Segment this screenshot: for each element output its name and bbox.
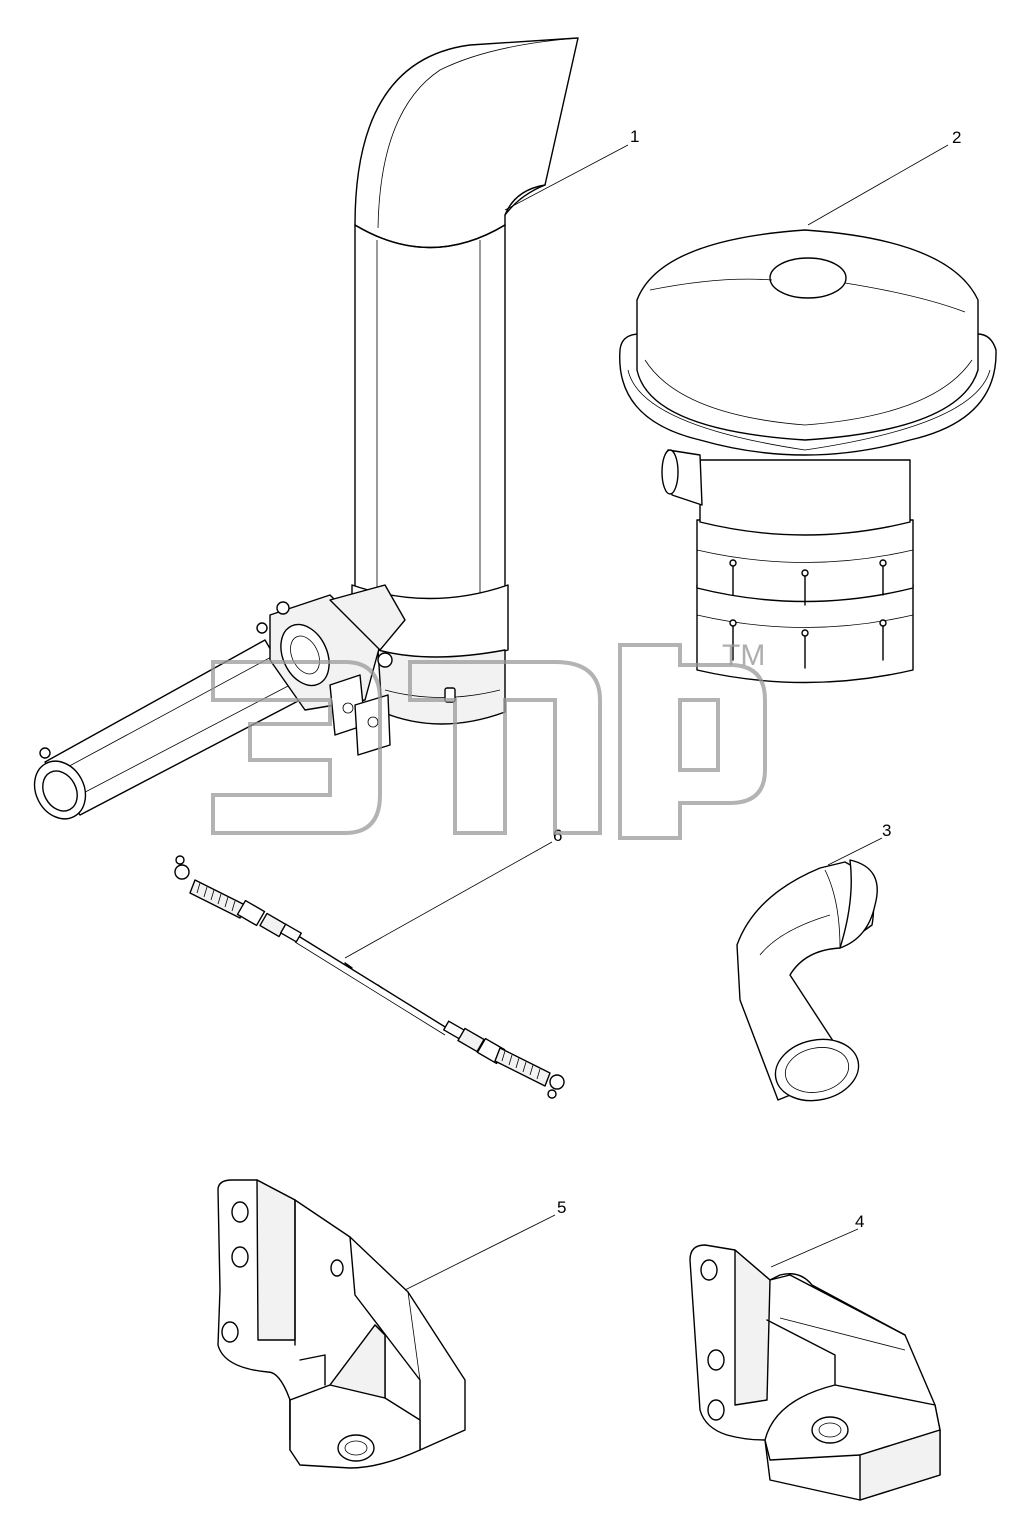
part-3-elbow-hose <box>736 859 878 1102</box>
watermark-logo: TM <box>211 639 767 840</box>
watermark-tm: TM <box>722 639 765 672</box>
callout-labels: 1 2 3 4 5 6 <box>553 127 961 1231</box>
leader-lines <box>344 144 949 1291</box>
part-1-exhaust-pipe <box>33 37 579 820</box>
callout-6: 6 <box>553 826 562 845</box>
part-5-bracket-left <box>217 1179 466 1469</box>
callout-5: 5 <box>557 1198 566 1217</box>
callout-3: 3 <box>882 821 891 840</box>
callout-2: 2 <box>952 128 961 147</box>
callout-4: 4 <box>855 1212 864 1231</box>
part-6-control-cable <box>174 855 565 1099</box>
part-4-bracket-right <box>689 1244 941 1501</box>
part-2-air-cleaner-cap <box>619 229 997 684</box>
callout-1: 1 <box>630 127 639 146</box>
